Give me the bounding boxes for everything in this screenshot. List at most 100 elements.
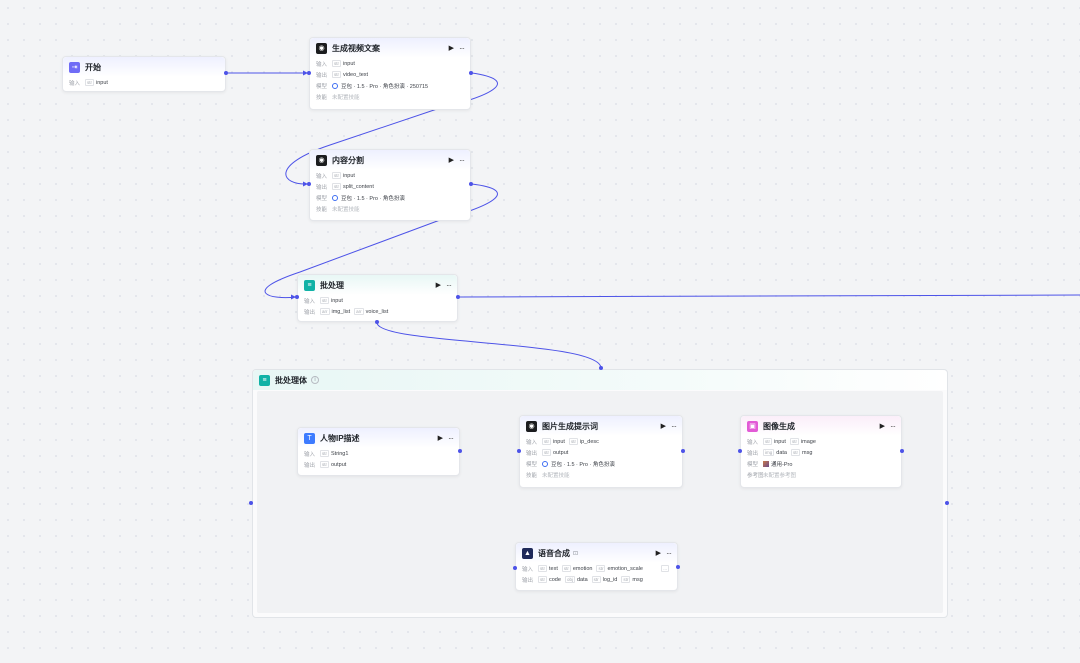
port-ip-out[interactable] — [458, 449, 462, 453]
model-thumbnail-icon — [763, 460, 769, 467]
more-button[interactable]: ··· — [459, 43, 465, 53]
node-batch-header[interactable]: ≡ 批处理 ▶ ··· — [298, 275, 457, 295]
skill-label: 技能 — [316, 94, 328, 101]
batch-body-header[interactable]: ≡ 批处理体 i — [253, 370, 947, 390]
type-badge: str — [332, 172, 341, 179]
input-label: 输入 — [304, 298, 316, 305]
port-tts-out[interactable] — [676, 565, 680, 569]
run-button[interactable]: ▶ — [879, 423, 885, 430]
skill-label: 技能 — [526, 472, 538, 479]
type-badge: obj — [564, 576, 575, 583]
node-img-prompt-header[interactable]: ◉ 图片生成提示词 ▶ ··· — [520, 416, 682, 436]
node-title: 内容分割 — [332, 155, 364, 165]
node-title: 开始 — [85, 62, 101, 72]
param-name: image — [800, 438, 816, 445]
param-name: msg — [801, 449, 813, 456]
param-name: msg — [632, 576, 643, 583]
type-badge: str — [320, 461, 329, 468]
port-img-in[interactable] — [738, 449, 742, 453]
type-badge: str — [596, 565, 606, 572]
type-badge: str — [561, 565, 571, 572]
run-button[interactable]: ▶ — [435, 282, 441, 289]
more-button[interactable]: ··· — [446, 280, 452, 290]
param-name: output — [331, 461, 347, 468]
port-start-out[interactable] — [224, 71, 228, 75]
port-prompt-in[interactable] — [517, 449, 521, 453]
param-name: emotion — [572, 565, 593, 572]
param-name: input — [331, 297, 343, 304]
param-name: log_id — [602, 576, 618, 583]
port-img-out[interactable] — [900, 449, 904, 453]
port-batch-body[interactable] — [375, 320, 379, 324]
node-img-gen-header[interactable]: ▣ 图像生成 ▶ ··· — [741, 416, 901, 436]
type-badge: str — [320, 450, 329, 457]
model-row: 模型 豆包 · 1.5 · Pro · 角色扮演 — [520, 458, 682, 469]
node-ip-desc-header[interactable]: T 人物IP描述 ▶ ··· — [298, 428, 459, 448]
node-start-header[interactable]: ⇥ 开始 — [63, 57, 225, 77]
edge-batch-out-right — [458, 294, 1080, 298]
node-tts-header[interactable]: ▲ 语音合成 ⊡ ▶ ··· — [516, 543, 677, 563]
node-title: 批处理 — [320, 280, 344, 290]
more-button[interactable]: ··· — [671, 421, 677, 431]
node-title: 图片生成提示词 — [542, 421, 598, 431]
param-name: img_list — [331, 308, 351, 315]
doubao-icon — [332, 82, 338, 89]
port-split-in[interactable] — [307, 182, 311, 186]
plugin-badge-icon: ⊡ — [573, 550, 579, 557]
run-button[interactable]: ▶ — [655, 550, 661, 557]
port-batch-in[interactable] — [295, 295, 299, 299]
node-title: 图像生成 — [763, 421, 795, 431]
port-gen-copy-out[interactable] — [469, 71, 473, 75]
more-params-badge[interactable]: ... — [661, 565, 669, 572]
more-button[interactable]: ··· — [459, 155, 465, 165]
port-prompt-out[interactable] — [681, 449, 685, 453]
port-batch-out[interactable] — [456, 295, 460, 299]
output-label: 输出 — [522, 577, 534, 584]
port-split-out[interactable] — [469, 182, 473, 186]
run-button[interactable]: ▶ — [448, 45, 454, 52]
more-button[interactable]: ··· — [448, 433, 454, 443]
run-button[interactable]: ▶ — [437, 435, 443, 442]
type-badge: str — [763, 438, 772, 445]
more-button[interactable]: ··· — [890, 421, 896, 431]
run-button[interactable]: ▶ — [448, 157, 454, 164]
param-name: ip_desc — [579, 438, 599, 445]
node-gen-copy-header[interactable]: ◉ 生成视频文案 ▶ ··· — [310, 38, 470, 58]
port-gen-copy-in[interactable] — [307, 71, 311, 75]
port-batch-body-top[interactable] — [599, 366, 603, 370]
text-processing-icon: T — [304, 432, 315, 444]
run-button[interactable]: ▶ — [660, 423, 666, 430]
param-name: data — [776, 449, 787, 456]
param-name: data — [576, 576, 588, 583]
port-body-end[interactable] — [945, 501, 949, 505]
more-button[interactable]: ··· — [666, 548, 672, 558]
input-label: 输入 — [304, 451, 316, 458]
port-tts-in[interactable] — [513, 566, 517, 570]
port-body-start[interactable] — [249, 501, 253, 505]
node-split-header[interactable]: ◉ 内容分割 ▶ ··· — [310, 150, 470, 170]
info-icon[interactable]: i — [311, 376, 319, 384]
node-title: 生成视频文案 — [332, 43, 380, 53]
container-title: 批处理体 — [275, 375, 307, 385]
